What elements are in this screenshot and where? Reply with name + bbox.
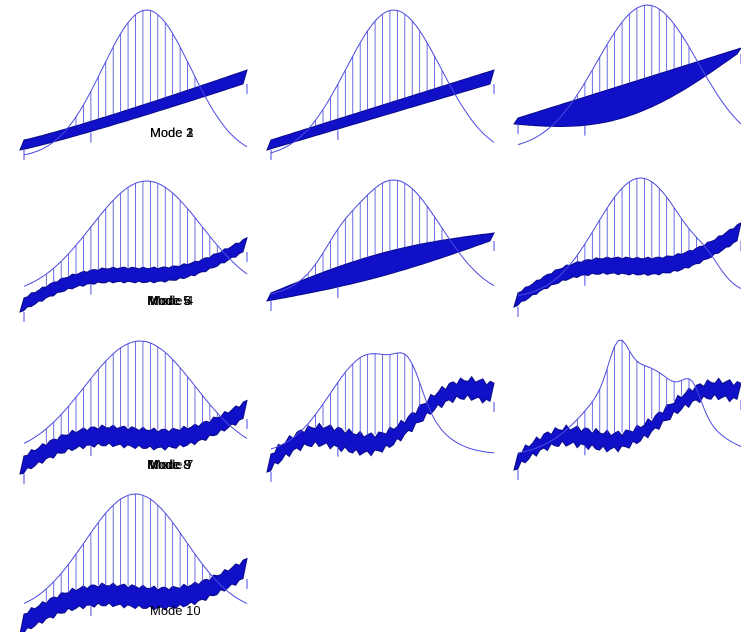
deck-shape: [513, 47, 741, 127]
deck-shape: [19, 69, 248, 151]
deck-shape: [266, 375, 495, 473]
piers: [517, 54, 741, 136]
mode-shape-drawing: [266, 352, 495, 482]
piers: [23, 84, 248, 160]
mode-shape-drawing: [19, 340, 248, 484]
mode-panel-8: [247, 316, 495, 482]
hanger-cables: [45, 341, 218, 444]
hanger-cables: [577, 178, 697, 263]
mode-panel-7: [0, 316, 248, 484]
piers: [270, 402, 495, 482]
mode-label: Mode 6: [148, 293, 192, 308]
deck-shape: [266, 232, 495, 302]
mode-shape-drawing: [513, 4, 741, 146]
deck-shape: [266, 69, 495, 151]
mode-shape-drawing: [513, 177, 741, 317]
hanger-cables: [307, 353, 421, 435]
mode-label: Mode 8: [147, 457, 191, 472]
deck-shape: [19, 236, 248, 313]
piers: [90, 579, 248, 617]
hanger-cables: [577, 340, 690, 434]
hanger-cables: [45, 181, 218, 287]
mode-shape-drawing: [266, 9, 495, 160]
piers: [270, 84, 495, 160]
mode-panel-1: [0, 0, 248, 160]
hanger-cables: [315, 10, 443, 126]
mode-shape-drawing: [266, 179, 495, 311]
piers: [517, 400, 741, 480]
deck-shape: [513, 377, 741, 471]
mode-panel-4: [0, 158, 248, 322]
mode-panel-3: [494, 0, 741, 158]
mode-label: Mode 4: [150, 293, 194, 308]
mode-label: Mode 5: [147, 293, 191, 308]
mode-label: Mode 3: [150, 125, 194, 140]
mode-shape-drawing: [513, 339, 741, 480]
mode-panel-2: [247, 0, 495, 160]
piers: [517, 241, 741, 317]
piers: [23, 419, 248, 484]
deck-shape: [19, 557, 248, 632]
mode-label: Mode 7: [150, 457, 194, 472]
hanger-cables: [307, 180, 443, 278]
mode-panel-5: [247, 158, 495, 316]
hanger-cables: [577, 5, 690, 100]
mode-shape-drawing: [19, 493, 248, 632]
mode-panel-9: [494, 316, 741, 480]
mode-label: Mode 2: [150, 125, 194, 140]
mode-label: Mode 1: [150, 125, 194, 140]
hanger-cables: [45, 494, 211, 602]
mode-panel-10: [0, 474, 248, 632]
deck-shape: [513, 222, 741, 308]
mode-panel-6: [494, 158, 741, 317]
mode-shape-drawing: [19, 9, 248, 160]
deck-shape: [19, 399, 248, 475]
hanger-cables: [75, 10, 196, 126]
piers: [270, 241, 495, 311]
piers: [23, 252, 248, 322]
mode-shape-drawing: [19, 180, 248, 322]
arch-curve: [23, 9, 248, 156]
mode-label: Mode 10: [150, 603, 201, 618]
mode-label: Mode 9: [148, 457, 192, 472]
